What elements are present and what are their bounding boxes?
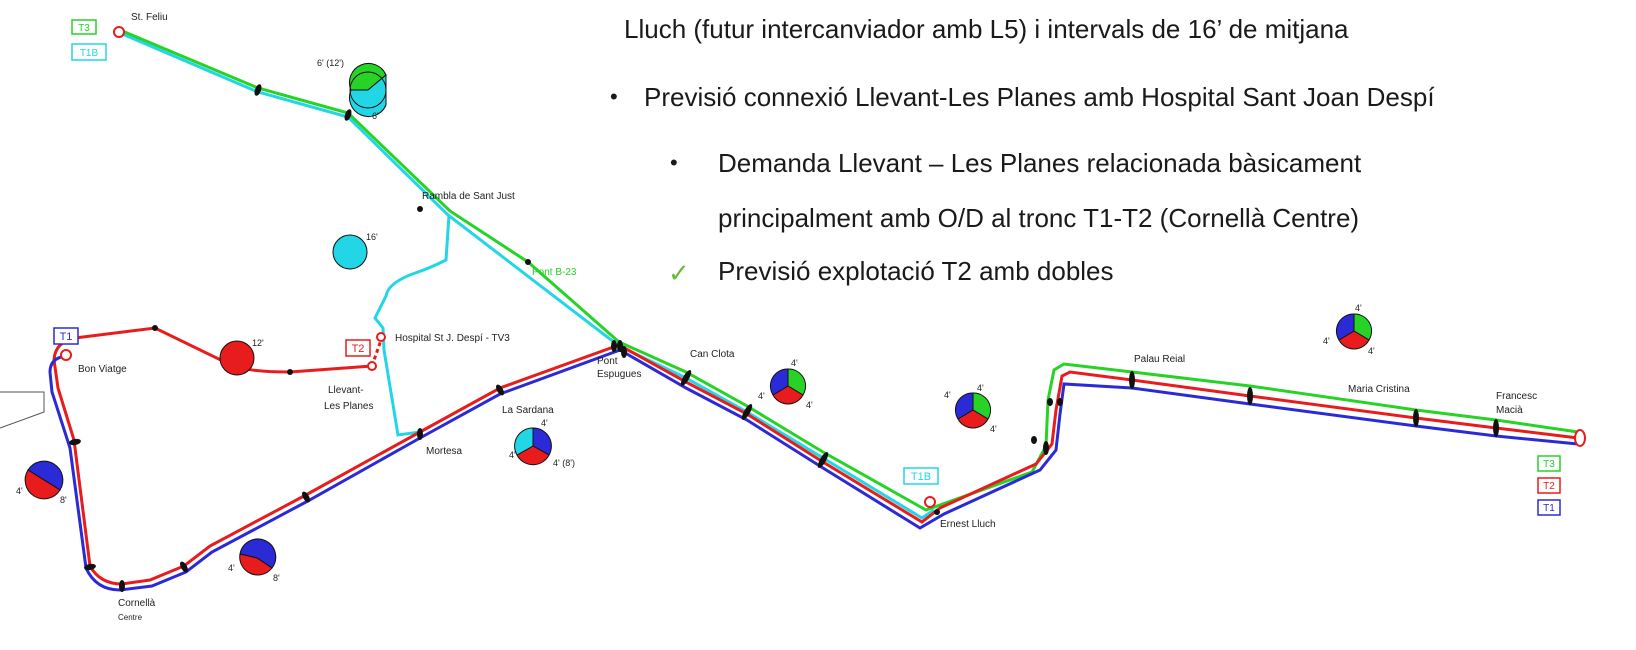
bullet-text-connexio: Previsió connexió Llevant-Les Planes amb…	[644, 82, 1435, 112]
slide-bullets: Lluch (futur intercanviador amb L5) i in…	[610, 0, 1636, 320]
frequency-pie-1	[348, 62, 387, 118]
station-francesc-1: Francesc	[1496, 391, 1537, 402]
station-la-sardana: La Sardana	[502, 405, 554, 416]
badge-t1b: T1B	[80, 48, 99, 59]
frequency-pie-4	[514, 427, 552, 466]
station-pont-b23: Pont B-23	[532, 267, 577, 278]
station-rambla: Rambla de Sant Just	[422, 191, 515, 202]
pie4-label-left: 4'	[509, 450, 516, 460]
pie5-label-left: 4'	[16, 486, 23, 496]
pie7-label-left: 4'	[758, 391, 765, 401]
station-cornella-2: Centre	[118, 613, 143, 622]
stop-ticks	[69, 84, 1499, 592]
terminal-markers	[60, 26, 1586, 508]
station-pont-1: Pont	[597, 356, 618, 367]
badge-t1: T1	[60, 331, 73, 343]
badge-t2: T2	[352, 343, 365, 355]
hospital-link	[370, 339, 383, 367]
bullet-text-principalment: principalment amb O/D al tronc T1-T2 (Co…	[718, 203, 1360, 233]
frequency-pie-7	[769, 368, 807, 405]
badge-bon-viatge: T1	[53, 327, 79, 345]
pie5-label-right: 8'	[60, 495, 67, 505]
station-llevant-1: Llevant-	[328, 385, 364, 396]
badge-st-feliu: T3 T1B	[71, 19, 107, 61]
badge-francesc-macia: T3 T2 T1	[1537, 455, 1561, 516]
badge-t3-macia: T3	[1543, 459, 1555, 470]
pie9-label-left: 4'	[1323, 336, 1330, 346]
frequency-pie-2	[332, 234, 368, 270]
bullet-text-interval: Lluch (futur intercanviador amb L5) i in…	[624, 14, 1349, 44]
bullet-text-demanda: Demanda Llevant – Les Planes relacionada…	[718, 148, 1362, 178]
station-can-clota: Can Clota	[690, 349, 735, 360]
bullet-dot: •	[610, 84, 618, 109]
station-hospital: Hospital St J. Despí - TV3	[395, 333, 510, 344]
badge-t1-macia: T1	[1543, 503, 1555, 514]
pie9-label-right: 4'	[1368, 346, 1375, 356]
frequency-pie-9	[1335, 313, 1373, 350]
pie9-label-top: 4'	[1355, 303, 1362, 313]
t3-line	[119, 28, 1579, 512]
pie8-label-top: 4'	[977, 383, 984, 393]
station-cornella-1: Cornellà	[118, 598, 156, 609]
pie1-label-bottom: 6'	[372, 111, 379, 121]
pie8-label-left: 4'	[944, 390, 951, 400]
badge-ernest-lluch: T1B	[903, 467, 939, 485]
pie6-label-right: 8'	[273, 573, 280, 583]
frequency-pie-3	[219, 340, 255, 376]
pie4-label-top: 4'	[541, 418, 548, 428]
pie7-label-top: 4'	[791, 358, 798, 368]
station-bon-viatge: Bon Viatge	[78, 364, 127, 375]
bullet-text-explotacio: Previsió explotació T2 amb dobles	[718, 256, 1114, 286]
sub-bullet-dot: •	[670, 150, 678, 175]
badge-t3: T3	[78, 23, 90, 34]
frequency-pie-5	[24, 460, 64, 500]
station-pont-2: Espugues	[597, 369, 641, 380]
station-mortesa: Mortesa	[426, 446, 463, 457]
t1b-branch-line	[373, 214, 451, 437]
station-palau-reial: Palau Reial	[1134, 354, 1185, 365]
station-st-feliu: St. Feliu	[131, 12, 168, 23]
check-icon: ✓	[668, 258, 690, 288]
station-maria-cristina: Maria Cristina	[1348, 384, 1410, 395]
frequency-pie-6	[239, 538, 277, 576]
pie1-label-top: 6' (12')	[317, 58, 344, 68]
frequency-pie-8	[954, 392, 992, 429]
station-ernest-lluch: Ernest Lluch	[940, 519, 996, 530]
pie7-label-right: 4'	[806, 400, 813, 410]
pie3-label: 12'	[252, 338, 264, 348]
pie2-label: 16'	[366, 232, 378, 242]
pie6-label-left: 4'	[228, 563, 235, 573]
t2-line	[52, 326, 1579, 586]
badge-t2-macia: T2	[1543, 481, 1555, 492]
pie4-label-right: 4' (8')	[553, 458, 575, 468]
badge-t1b-ernest: T1B	[911, 471, 931, 483]
station-labels: St. Feliu Rambla de Sant Just Pont B-23 …	[78, 12, 1537, 622]
station-llevant-2: Les Planes	[324, 401, 373, 412]
badge-llevant: T2	[345, 339, 371, 357]
pie8-label-right: 4'	[990, 424, 997, 434]
cornella-stub-lines	[0, 391, 45, 429]
station-francesc-2: Macià	[1496, 405, 1523, 416]
